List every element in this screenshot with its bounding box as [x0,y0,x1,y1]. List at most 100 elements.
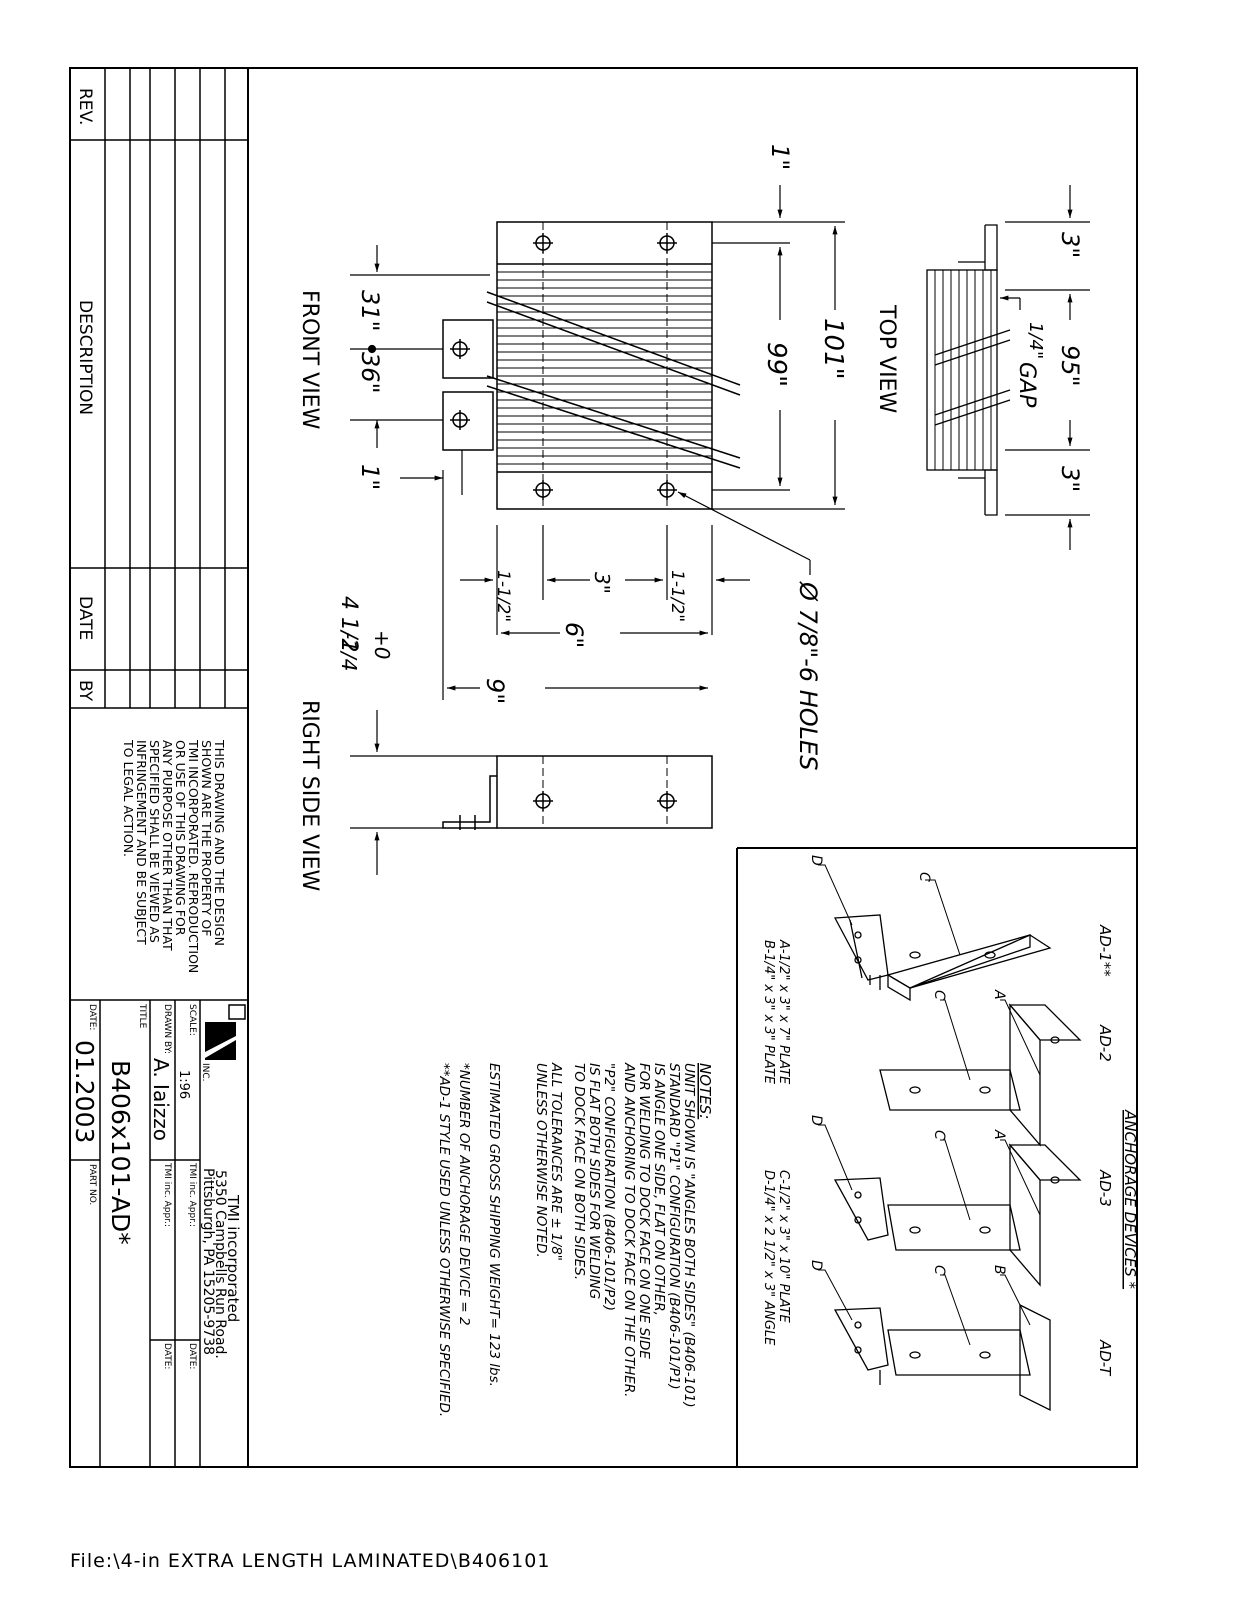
svg-text:D: D [808,855,824,866]
svg-text:C: C [916,872,932,882]
top-view-label: TOP VIEW [874,304,899,413]
date-label-1: DATE: [187,1343,197,1369]
front-view-holes [450,233,677,500]
svg-text:B: B [991,1265,1007,1275]
svg-text:D: D [808,1115,824,1126]
dim-tol-a: 4 1/2 [336,596,361,652]
device-label-adt: AD-T [1096,1339,1114,1377]
inc-label: INC. [200,1063,210,1082]
dim-top-3b: 3" [1056,466,1084,492]
dim-31: 31" [356,290,384,332]
svg-text:OR USE OF THIS DRAWING FOR: OR USE OF THIS DRAWING FOR [173,740,188,936]
drawn-by-value: A. Iaizzo [149,1058,173,1141]
rev-header: REV. [75,88,95,125]
device-label-ad3: AD-3 [1096,1169,1114,1207]
front-view-drawing [442,221,741,510]
sheet-border [69,67,1138,1468]
svg-text:SHOWN ARE THE PROPERTY OF: SHOWN ARE THE PROPERTY OF [199,740,214,936]
file-path: File:\4-in EXTRA LENGTH LAMINATED\B40610… [70,1550,551,1572]
anchorage-device-ad2 [879,1003,1082,1147]
dim-1-top: 1" [766,144,794,170]
anchorage-box [736,847,1137,1467]
dim-9: 9" [481,678,509,704]
parts-d: D-1/4" x 2 1/2" x 3" ANGLE [761,1170,776,1346]
company-address-2: Pittsburgh, PA 15205-9738 [200,1168,216,1355]
by-header: BY [75,680,95,702]
scale-value: 1:96 [176,1070,191,1099]
parts-b: B-1/4" x 3" x 3" PLATE [761,940,776,1085]
svg-text:"P2" CONFIGURATION (B406-101/P: "P2" CONFIGURATION (B406-101/P2) [601,1063,617,1311]
right-side-view-drawing [350,710,713,875]
parts-a: A-1/2" x 3" x 7" PLATE [776,939,791,1085]
dim-1-half-a: 1-1/2" [493,570,513,622]
dim-top-3a: 3" [1056,232,1084,258]
anchorage-device-adt [833,1303,1051,1412]
svg-text:TO DOCK FACE ON BOTH SIDES.: TO DOCK FACE ON BOTH SIDES. [571,1063,587,1280]
svg-text:TMI INCORPORATED. REPRODUCTION: TMI INCORPORATED. REPRODUCTION [186,739,201,973]
top-view-dimension-lines [1000,185,1090,550]
notes-heading: NOTES: [696,1063,714,1119]
date-value: 01.2003 [70,1040,99,1143]
svg-text:C: C [931,990,947,1000]
scale-label: SCALE: [187,1004,197,1036]
part-no-label: PART NO. [87,1164,97,1205]
callout-leaders [818,864,1041,1346]
svg-text:D: D [808,1260,824,1271]
dim-holes: Ø 7/8"-6 HOLES [794,581,822,770]
svg-text:C: C [931,1130,947,1140]
dim-top-gap-a: 1/4" [1025,322,1046,359]
weight-line: ESTIMATED GROSS SHIPPING WEIGHT= 123 lbs… [486,1063,502,1387]
title-value: B406x101-AD* [106,1060,135,1245]
svg-text:IS FLAT BOTH SIDES FOR WELDING: IS FLAT BOTH SIDES FOR WELDING [586,1063,602,1299]
device-label-ad2: AD-2 [1096,1024,1114,1062]
svg-text:UNIT SHOWN IS "ANGLES BOTH SID: UNIT SHOWN IS "ANGLES BOTH SIDES" (B406-… [681,1063,697,1408]
ad1-line: **AD-1 STYLE USED UNLESS OTHERWISE SPECI… [436,1063,452,1417]
dim-6: 6" [560,622,588,648]
width-dimension-lines [442,470,811,700]
title-block-grid [70,999,248,1467]
svg-text:FOR WELDING TO DOCK FACE ON ON: FOR WELDING TO DOCK FACE ON ONE SIDE [636,1063,652,1359]
front-view-label: FRONT VIEW [297,290,322,430]
svg-text:IS ANGLE ONE SIDE, FLAT ON OTH: IS ANGLE ONE SIDE, FLAT ON OTHER, [651,1063,667,1316]
dim-36: 36" [356,352,384,394]
svg-text:SPECIFIED SHALL BE VIEWED AS: SPECIFIED SHALL BE VIEWED AS [147,740,162,943]
svg-text:THIS DRAWING AND THE DESIGN: THIS DRAWING AND THE DESIGN [212,739,227,946]
date-label: DATE: [87,1004,97,1030]
svg-text:ANY PURPOSE OTHER THAN THAT: ANY PURPOSE OTHER THAN THAT [160,740,175,951]
svg-text:A: A [991,989,1007,1000]
dim-1-bottom: 1" [356,464,384,490]
dim-101: 101" [818,318,848,380]
callout-letters: C D A C A C D B C D [808,855,1007,1275]
tmi-logo-icon [205,1004,246,1060]
devices-line: *NUMBER OF ANCHORAGE DEVICE = 2 [456,1063,472,1326]
anchorage-heading: ANCHORAGE DEVICES * [1121,1109,1139,1290]
company-address-1: 5350 Campbells Run Road. [212,1170,228,1359]
dim-3: 3" [590,572,614,594]
tmi-appr-label-2: TMI inc. Appr.: [162,1162,172,1227]
dim-99: 99" [761,342,791,387]
drawn-by-label: DRAWN BY: [162,1004,172,1054]
svg-text:STANDARD "P1" CONFIGURATION (B: STANDARD "P1" CONFIGURATION (B406-101/P1… [666,1063,682,1390]
dim-top-gap-b: GAP [1014,362,1039,408]
dim-tol-b: +0 [370,630,394,659]
revision-block [70,68,248,709]
parts-c: C-1/2" x 3" x 10" PLATE [776,1170,791,1323]
date-label-2: DATE: [162,1343,172,1369]
svg-text:C: C [931,1265,947,1275]
svg-text:ALL TOLERANCES ARE ± 1/8": ALL TOLERANCES ARE ± 1/8" [548,1062,564,1261]
company-name: TMI incorporated [224,1194,242,1322]
front-view-dimension-lines [350,185,845,510]
right-side-view-label: RIGHT SIDE VIEW [297,700,322,892]
tmi-appr-label-1: TMI inc. Appr.: [187,1162,197,1227]
dim-1-half-b: 1-1/2" [667,570,687,622]
top-view-drawing [926,224,1011,516]
anchorage-device-ad1 [833,914,1052,1002]
notes-text: UNIT SHOWN IS "ANGLES BOTH SIDES" (B406-… [436,1062,697,1417]
anchorage-device-ad3 [833,1143,1082,1287]
svg-text:AND ANCHORING TO DOCK FACE ON: AND ANCHORING TO DOCK FACE ON THE OTHER. [621,1062,637,1397]
device-label-ad1: AD-1** [1096,924,1114,977]
dim-top-95: 95" [1056,345,1084,387]
svg-text:UNLESS OTHERWISE NOTED.: UNLESS OTHERWISE NOTED. [533,1063,549,1258]
dim-tol-c: -1/4 [337,632,361,671]
